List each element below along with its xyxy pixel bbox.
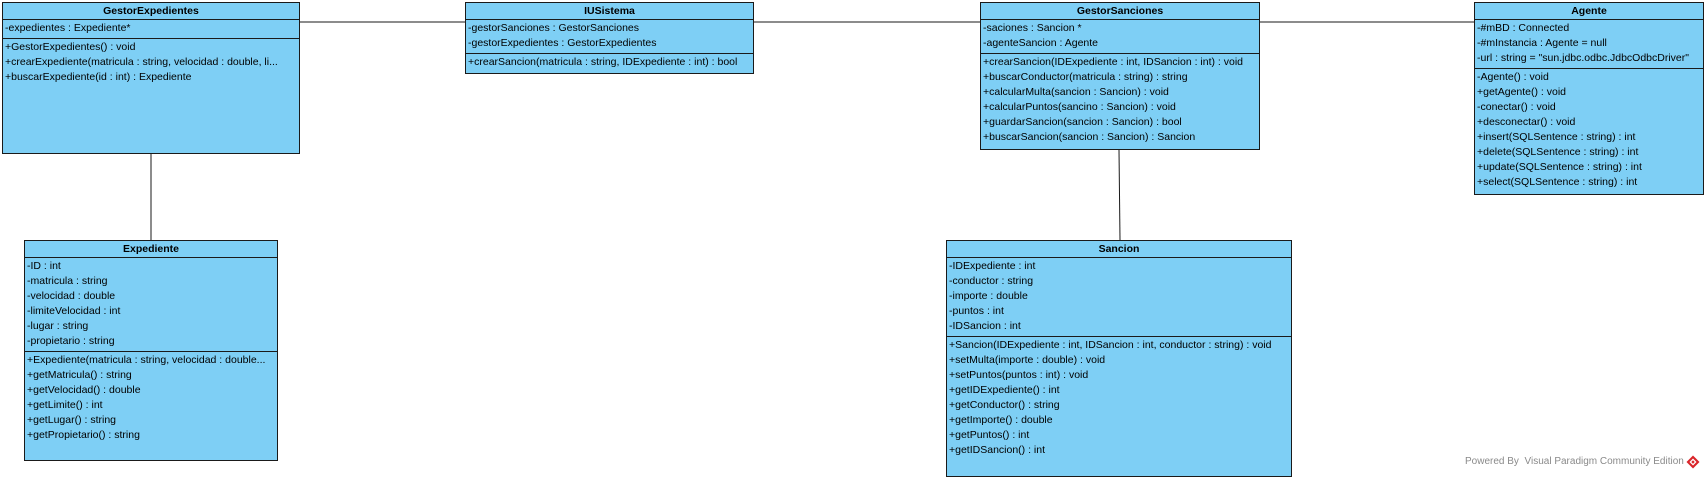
class-name: Sancion	[947, 241, 1291, 258]
class-gestorsanciones[interactable]: GestorSanciones -saciones : Sancion * -a…	[980, 2, 1260, 150]
operation: -Agente() : void	[1477, 71, 1549, 83]
attribute: -#mBD : Connected	[1477, 22, 1570, 34]
operation: +update(SQLSentence : string) : int	[1477, 161, 1642, 173]
class-name: GestorExpedientes	[3, 3, 299, 20]
attribute: -url : string = "sun.jdbc.odbc.JdbcOdbcD…	[1477, 52, 1689, 64]
operation: +getLimite() : int	[27, 399, 103, 411]
operation: +getVelocidad() : double	[27, 384, 141, 396]
powered-by-label: Powered By	[1465, 456, 1519, 467]
class-gestorexpedientes[interactable]: GestorExpedientes -expedientes : Expedie…	[2, 2, 300, 154]
operation: +getMatricula() : string	[27, 369, 132, 381]
attribute: -propietario : string	[27, 335, 115, 347]
operation: +guardarSancion(sancion : Sancion) : boo…	[983, 116, 1182, 128]
attribute: -IDExpediente : int	[949, 260, 1036, 272]
operations-compartment: +crearSancion(matricula : string, IDExpe…	[466, 54, 753, 71]
attribute: -conductor : string	[949, 275, 1034, 287]
attribute: -#mInstancia : Agente = null	[1477, 37, 1607, 49]
attributes-compartment: -IDExpediente : int -conductor : string …	[947, 258, 1291, 337]
attribute: -saciones : Sancion *	[983, 22, 1082, 34]
attribute: -IDSancion : int	[949, 320, 1021, 332]
attributes-compartment: -#mBD : Connected -#mInstancia : Agente …	[1475, 20, 1703, 69]
operation: +Expediente(matricula : string, velocida…	[27, 354, 266, 366]
attribute: -matricula : string	[27, 275, 108, 287]
operations-compartment: -Agente() : void +getAgente() : void -co…	[1475, 69, 1703, 191]
attribute: -importe : double	[949, 290, 1028, 302]
operation: +Sancion(IDExpediente : int, IDSancion :…	[949, 339, 1272, 351]
operation: +crearSancion(IDExpediente : int, IDSanc…	[983, 56, 1244, 68]
attribute: -velocidad : double	[27, 290, 116, 302]
operation: +getConductor() : string	[949, 399, 1060, 411]
association-gestorsanciones-sancion	[1118, 149, 1121, 241]
operation: +calcularMulta(sancion : Sancion) : void	[983, 86, 1169, 98]
attributes-compartment: -saciones : Sancion * -agenteSancion : A…	[981, 20, 1259, 54]
attributes-compartment: -expedientes : Expediente*	[3, 20, 299, 39]
class-name: Expediente	[25, 241, 277, 258]
product-name: Visual Paradigm Community Edition	[1524, 456, 1684, 467]
operations-compartment: +crearSancion(IDExpediente : int, IDSanc…	[981, 54, 1259, 146]
attributes-compartment: -ID : int -matricula : string -velocidad…	[25, 258, 277, 352]
operation: +buscarConductor(matricula : string) : s…	[983, 71, 1188, 83]
operation: +getPropietario() : string	[27, 429, 140, 441]
operation: +insert(SQLSentence : string) : int	[1477, 131, 1636, 143]
attribute: -gestorSanciones : GestorSanciones	[468, 22, 640, 34]
operation: +getIDSancion() : int	[949, 444, 1046, 456]
class-expediente[interactable]: Expediente -ID : int -matricula : string…	[24, 240, 278, 461]
class-name: Agente	[1475, 3, 1703, 20]
class-iusistema[interactable]: IUSistema -gestorSanciones : GestorSanci…	[465, 2, 754, 74]
attribute: -puntos : int	[949, 305, 1004, 317]
operations-compartment: +Sancion(IDExpediente : int, IDSancion :…	[947, 337, 1291, 459]
class-name: IUSistema	[466, 3, 753, 20]
visual-paradigm-logo-icon	[1686, 455, 1700, 469]
attribute: -ID : int	[27, 260, 61, 272]
attribute: -lugar : string	[27, 320, 89, 332]
operation: +desconectar() : void	[1477, 116, 1576, 128]
operation: +getLugar() : string	[27, 414, 117, 426]
operations-compartment: +Expediente(matricula : string, velocida…	[25, 352, 277, 444]
operation: +delete(SQLSentence : string) : int	[1477, 146, 1639, 158]
operation: +getPuntos() : int	[949, 429, 1030, 441]
class-sancion[interactable]: Sancion -IDExpediente : int -conductor :…	[946, 240, 1292, 477]
powered-by-footer: Powered By Visual Paradigm Community Edi…	[1465, 456, 1684, 467]
operation: +buscarExpediente(id : int) : Expediente	[5, 71, 192, 83]
class-agente[interactable]: Agente -#mBD : Connected -#mInstancia : …	[1474, 2, 1704, 195]
operation: +GestorExpedientes() : void	[5, 41, 136, 53]
operation: -conectar() : void	[1477, 101, 1556, 113]
operation: +getIDExpediente() : int	[949, 384, 1060, 396]
operation: +crearSancion(matricula : string, IDExpe…	[468, 56, 738, 68]
attribute: -gestorExpedientes : GestorExpedientes	[468, 37, 657, 49]
attributes-compartment: -gestorSanciones : GestorSanciones -gest…	[466, 20, 753, 54]
operations-compartment: +GestorExpedientes() : void +crearExpedi…	[3, 39, 299, 86]
operation: +setPuntos(puntos : int) : void	[949, 369, 1089, 381]
attribute: -expedientes : Expediente*	[5, 22, 131, 34]
operation: +setMulta(importe : double) : void	[949, 354, 1106, 366]
operation: +crearExpediente(matricula : string, vel…	[5, 56, 278, 68]
operation: +getImporte() : double	[949, 414, 1053, 426]
operation: +getAgente() : void	[1477, 86, 1567, 98]
operation: +select(SQLSentence : string) : int	[1477, 176, 1638, 188]
operation: +buscarSancion(sancion : Sancion) : Sanc…	[983, 131, 1196, 143]
attribute: -limiteVelocidad : int	[27, 305, 121, 317]
class-name: GestorSanciones	[981, 3, 1259, 20]
attribute: -agenteSancion : Agente	[983, 37, 1099, 49]
operation: +calcularPuntos(sancino : Sancion) : voi…	[983, 101, 1176, 113]
